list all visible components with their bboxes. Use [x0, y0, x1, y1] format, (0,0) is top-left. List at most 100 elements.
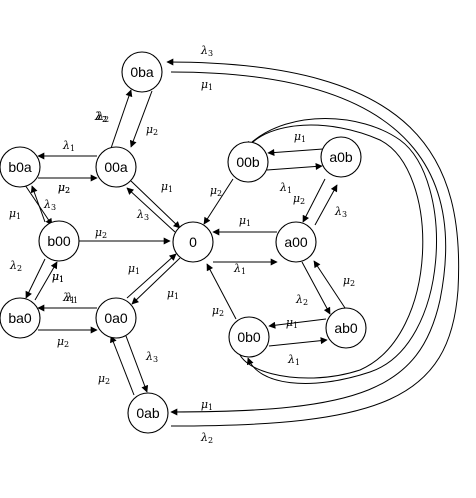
edge-label-symbol: μ — [212, 304, 219, 317]
edge-label-subscript: 1 — [208, 83, 213, 92]
state-label: a00 — [284, 234, 308, 250]
edge-0b0-to-00b — [237, 124, 424, 379]
edge-label-subscript: 2 — [105, 377, 110, 386]
state-node-a0b[interactable]: a0b — [320, 136, 362, 178]
edge-label-symbol: μ — [95, 226, 102, 239]
edge-label: λ2 — [96, 110, 109, 124]
state-node-0ba[interactable]: 0ba — [121, 51, 163, 93]
edge-label-symbol: λ — [43, 198, 51, 211]
edge-label-symbol: λ — [62, 139, 70, 152]
edge-label: λ2 — [295, 293, 308, 307]
edge-label-subscript: 1 — [73, 296, 78, 305]
edge-label-subscript: 1 — [59, 275, 64, 284]
edge-label-subscript: 2 — [104, 115, 109, 124]
state-label: ab0 — [334, 320, 358, 336]
edge-label-symbol: μ — [57, 335, 64, 348]
edge-b00-to-ba0 — [25, 258, 46, 299]
state-node-b0a[interactable]: b0a — [0, 146, 41, 188]
edge-label-symbol: μ — [294, 130, 301, 143]
edge-ab0-to-a00 — [313, 260, 348, 312]
edge-label-subscript: 1 — [135, 267, 140, 276]
edge-0-to-00a — [126, 187, 176, 233]
edge-label-symbol: λ — [62, 291, 70, 304]
edge-label-subscript: 2 — [65, 186, 70, 195]
edge-label: μ2 — [58, 181, 70, 195]
edge-label-subscript: 2 — [300, 197, 305, 206]
edge-0ab-to-0ba — [166, 58, 460, 427]
edge-label: λ1 — [279, 181, 292, 195]
edge-label: λ1 — [233, 262, 246, 276]
edge-label-symbol: λ — [94, 110, 102, 123]
state-node-a00[interactable]: a00 — [275, 221, 317, 263]
edge-label-subscript: 1 — [287, 186, 292, 195]
state-label: 0a0 — [104, 310, 128, 326]
edge-label-symbol: μ — [58, 181, 65, 194]
edge-label: μ1 — [128, 262, 140, 276]
edge-label-subscript: 2 — [102, 115, 107, 124]
edge-label-symbol: λ — [200, 44, 208, 57]
edge-label: μ1 — [9, 207, 21, 221]
edge-label-subscript: 3 — [342, 210, 347, 219]
edge-label-symbol: λ — [334, 205, 342, 218]
edge-label-subscript: 3 — [51, 203, 56, 212]
edge-label: λ3 — [334, 205, 347, 219]
edge-label: μ1 — [239, 214, 251, 228]
state-label: ba0 — [8, 310, 32, 326]
edge-labels: λ3 μ1 λ2 μ2 λ1 μ2 μ1 λ3 μ1 λ2 μ1 μ2 λ3 μ… — [9, 44, 355, 445]
edge-label-symbol: λ — [233, 262, 241, 275]
edge-label-symbol: μ — [161, 180, 168, 193]
state-node-0[interactable]: 0 — [172, 221, 214, 263]
edge-label-symbol: μ — [286, 316, 293, 329]
edge-label: λ2 — [200, 431, 213, 445]
edge-label: μ2 — [293, 192, 305, 206]
edge-label-symbol: μ — [98, 372, 105, 385]
edge-label-subscript: 3 — [208, 49, 213, 58]
edge-0ba-to-00a — [129, 90, 153, 148]
edge-a0b-to-00b — [267, 148, 324, 157]
state-label: 0 — [189, 234, 197, 250]
edge-label: μ2 — [343, 274, 355, 288]
edge-label-symbol: λ — [9, 259, 17, 272]
edge-label-subscript: 2 — [17, 264, 22, 273]
state-node-ab0[interactable]: ab0 — [325, 307, 367, 349]
state-node-00a[interactable]: 00a — [95, 146, 137, 188]
state-node-b00[interactable]: b00 — [38, 220, 80, 262]
edge-label-subscript: 1 — [295, 358, 300, 367]
edge-label-subscript: 1 — [70, 296, 75, 305]
edge-label: λ3 — [145, 350, 158, 364]
edge-00b-to-0b0 — [246, 118, 437, 384]
edge-label: μ2 — [210, 184, 222, 198]
edge-0a0-to-0 — [126, 253, 177, 299]
edge-label: λ3 — [43, 198, 56, 212]
state-label: 0ba — [130, 64, 154, 80]
edge-a00-to-ab0 — [301, 261, 331, 315]
state-node-0a0[interactable]: 0a0 — [95, 297, 137, 339]
edge-0ab-to-0a0 — [110, 335, 135, 396]
edge-label-symbol: μ — [201, 78, 208, 91]
state-label: 00a — [104, 159, 128, 175]
state-node-0ab[interactable]: 0ab — [127, 392, 169, 434]
edge-label-symbol: μ — [9, 207, 16, 220]
edge-b00-to-b0a — [30, 185, 46, 223]
edge-label: λ1 — [62, 139, 75, 153]
edge-label-subscript: 3 — [153, 355, 158, 364]
edge-label: λ3 — [136, 208, 149, 222]
edge-label: μ2 — [58, 181, 70, 195]
state-label: b0a — [8, 159, 32, 175]
edge-label: μ1 — [294, 130, 306, 144]
edge-label-symbol: λ — [295, 293, 303, 306]
state-node-0b0[interactable]: 0b0 — [228, 316, 270, 358]
edge-label-subscript: 2 — [64, 340, 69, 349]
state-node-00b[interactable]: 00b — [227, 141, 269, 183]
edge-label-subscript: 2 — [153, 128, 158, 137]
edge-label: μ1 — [167, 287, 179, 301]
edge-label-subscript: 2 — [350, 279, 355, 288]
edge-label: μ2 — [57, 335, 69, 349]
edge-label-subscript: 2 — [102, 231, 107, 240]
edge-label-symbol: λ — [136, 208, 144, 221]
edge-00a-to-0 — [130, 180, 181, 229]
edges — [24, 58, 460, 427]
state-node-ba0[interactable]: ba0 — [0, 297, 41, 339]
edge-label: μ2 — [146, 123, 158, 137]
